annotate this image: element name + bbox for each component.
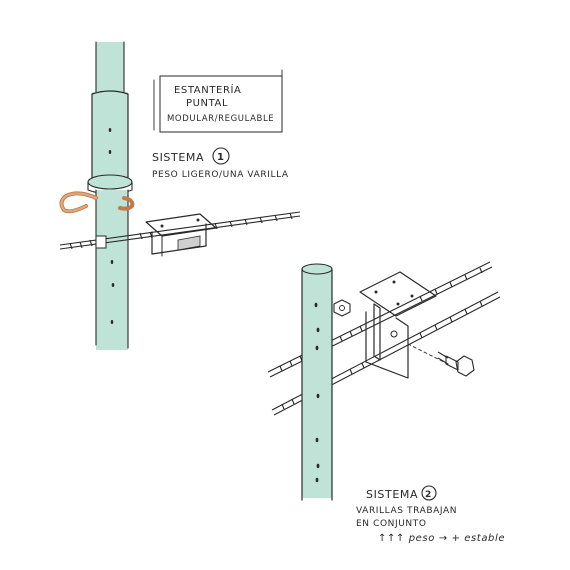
- system1-assembly: [59, 41, 301, 350]
- system2-line-3: ↑↑↑ peso → + estable: [378, 533, 505, 544]
- system1-upper-pipe-outline: [95, 41, 125, 95]
- system1-sleeve: [92, 92, 128, 177]
- title-line-2: PUNTAL: [186, 98, 228, 109]
- system2-line-2: EN CONJUNTO: [356, 519, 427, 529]
- system2-label: SISTEMA 2 VARILLAS TRABAJAN EN CONJUNTO …: [356, 485, 505, 544]
- system2-upper-rod: [267, 261, 493, 378]
- system1-number-circle: [212, 147, 230, 165]
- system1-collar: [87, 174, 133, 190]
- system1-lower-pipe-outline: [95, 189, 129, 349]
- system2-number: 2: [425, 490, 432, 500]
- system2-bracket: [359, 271, 449, 379]
- title-box: ESTANTERÍA PUNTAL MODULAR/REGULABLE: [153, 69, 283, 133]
- system2-pipe: [302, 268, 332, 498]
- system1-subtitle: PESO LIGERO/UNA VARILLA: [152, 170, 289, 180]
- system1-heading: SISTEMA: [152, 151, 204, 164]
- system1-threaded-rod: [59, 211, 301, 250]
- system2-nut: [333, 299, 351, 317]
- system1-upper-pipe: [96, 42, 124, 94]
- system1-label: SISTEMA 1 PESO LIGERO/UNA VARILLA: [152, 147, 289, 180]
- system1-bracket: [145, 213, 217, 257]
- system2-line-1: VARILLAS TRABAJAN: [356, 506, 457, 516]
- system2-pipe-holes: [314, 302, 320, 483]
- title-line-1: ESTANTERÍA: [174, 83, 241, 96]
- system1-lower-pipe: [96, 190, 128, 350]
- system1-pipe-holes: [108, 128, 115, 324]
- system2-assembly: [267, 261, 501, 501]
- system2-bolt: [437, 351, 475, 377]
- title-line-3: MODULAR/REGULABLE: [167, 114, 274, 124]
- system1-number: 1: [217, 152, 225, 163]
- system2-heading: SISTEMA: [366, 488, 418, 501]
- system2-number-circle: [421, 485, 437, 501]
- system1-sleeve-outline: [91, 90, 129, 179]
